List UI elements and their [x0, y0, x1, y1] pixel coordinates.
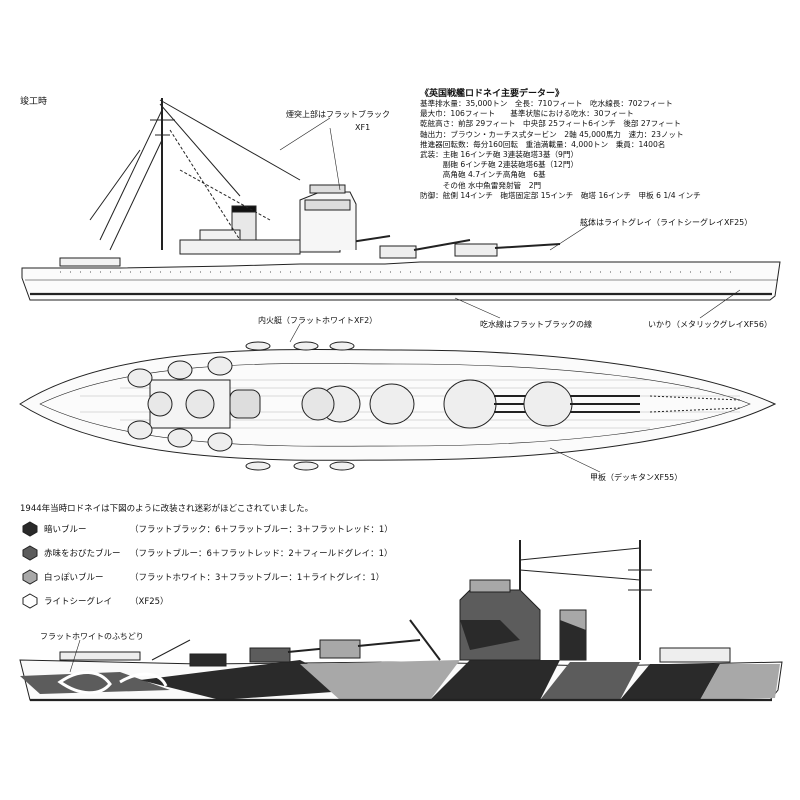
spec-line: 高角砲 4.7インチ高角砲 6基 [420, 170, 546, 180]
legend-mix: （フラットブラック：6＋フラットブルー：3＋フラットレッド：1） [130, 525, 393, 535]
waterline-note: 吃水線はフラットブラックの線 [480, 320, 592, 329]
spec-line: 基準排水量：35,000トン 全長：710フィート 吃水線長：702フィート [420, 99, 673, 108]
legend-mix: （フラットブルー：6＋フラットレッド：2＋フィールドグレイ：1） [130, 549, 393, 559]
funnel-code-note: XF1 [355, 123, 371, 132]
period-label: 竣工時 [20, 97, 48, 107]
legend-name: 暗いブルー [44, 525, 87, 535]
spec-block: 《英国戦艦ロドネイ主要データー》 基準排水量：35,000トン 全長：710フィ… [420, 86, 701, 201]
legend-name: ライトシーグレイ [44, 597, 113, 607]
legend-item: ライトシーグレイ （XF25） [22, 592, 169, 610]
legend-mix: （XF25） [130, 597, 169, 607]
anchor-note: いかり（メタリックグレイXF56） [648, 320, 772, 329]
spec-line: 乾舷高さ：前部 29フィート 中央部 25フィート6インチ 後部 27フィート [420, 119, 681, 129]
boats [245, 341, 355, 471]
funnel-top-note: 煙突上部はフラットブラック [286, 110, 390, 119]
reddish-blue-hexagon-icon [22, 545, 38, 561]
spec-line: 最大巾：106フィート 基準状態における吃水：30フィート [420, 109, 634, 119]
dark-blue-hexagon-icon [22, 521, 38, 537]
camouflage-intro: 1944年当時ロドネイは下図のように改装され迷彩がほどこされていました。 [20, 504, 314, 514]
legend-item: 白っぽいブルー （フラットホワイト：3＋フラットブルー：1＋ライトグレイ：1） [22, 568, 384, 586]
legend-item: 赤味をおびたブルー （フラットブルー：6＋フラットレッド：2＋フィールドグレイ：… [22, 544, 393, 562]
border-note: フラットホワイトのふちどり [40, 632, 144, 641]
deck-note: 甲板（デッキタンXF55） [590, 473, 683, 482]
legend-mix: （フラットホワイト：3＋フラットブルー：1＋ライトグレイ：1） [130, 573, 385, 583]
legend-name: 白っぽいブルー [44, 573, 104, 583]
boats-note: 内火艇（フラットホワイトXF2） [258, 316, 378, 325]
legend-item: 暗いブルー （フラットブラック：6＋フラットブルー：3＋フラットレッド：1） [22, 520, 393, 538]
spec-line: 副砲 6インチ砲 2連装砲塔6基（12門） [420, 160, 579, 170]
spec-line: 推進器回転数：毎分160回転 重油満載量：4,000トン 乗員：1400名 [420, 139, 666, 149]
spec-line: 武装：主砲 16インチ砲 3連装砲塔3基（9門） [420, 150, 579, 160]
plan-view [19, 341, 777, 471]
spec-line: その他 水中魚雷発射管 2門 [420, 180, 542, 190]
spec-title: 《英国戦艦ロドネイ主要データー》 [420, 89, 565, 99]
spec-line: 防御：舷側 14インチ 砲塔固定部 15インチ 砲塔 16インチ 甲板 6 1/… [420, 190, 701, 200]
light-sea-grey-hexagon-icon [22, 593, 38, 609]
side-profile-camouflage [19, 540, 783, 702]
legend-name: 赤味をおびたブルー [44, 549, 121, 559]
whitish-blue-hexagon-icon [22, 569, 38, 585]
side-profile-original [21, 98, 781, 301]
spec-line: 軸出力：ブラウン・カーチス式タービン 2軸 45,000馬力 速力：23ノット [420, 129, 684, 139]
hull-color-note: 舷体はライトグレイ（ライトシーグレイXF25） [580, 218, 753, 227]
